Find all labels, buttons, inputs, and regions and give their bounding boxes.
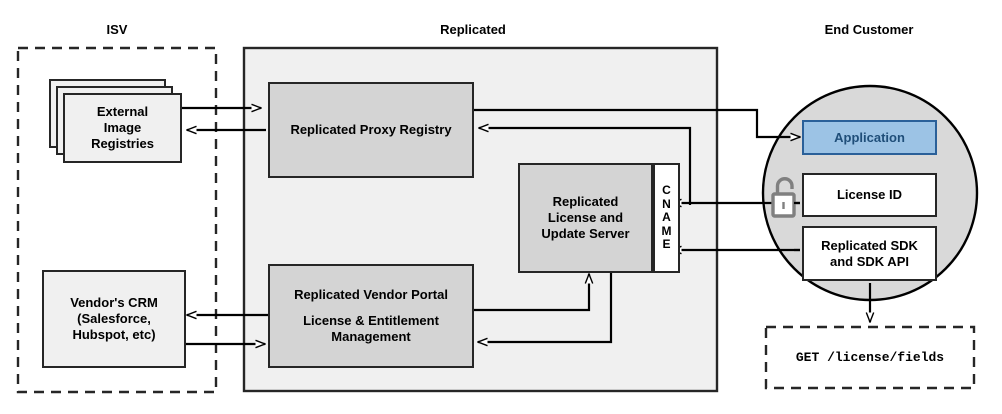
cname-letter-1: C <box>662 183 671 198</box>
replicated-license-update-server[interactable]: Replicated License and Update Server <box>518 163 653 273</box>
vendors-crm-line-2: (Salesforce, <box>77 311 151 327</box>
zone-title-replicated: Replicated <box>440 22 506 37</box>
replicated-license-update-server-line-3: Update Server <box>541 225 630 241</box>
api-call-text: GET /license/fields <box>795 350 945 365</box>
api-call-container <box>764 325 976 390</box>
vendors-crm[interactable]: Vendor's CRM (Salesforce, Hubspot, etc) <box>42 270 186 368</box>
api-call-label: GET /license/fields <box>766 327 974 388</box>
zone-title-isv: ISV <box>106 22 128 37</box>
replicated-vendor-portal-title: Replicated Vendor Portal <box>294 287 448 303</box>
edge-proxy-to-application <box>474 108 800 137</box>
external-image-registries-line-2: Image <box>103 120 142 136</box>
replicated-proxy-registry-label: Replicated Proxy Registry <box>290 122 452 138</box>
replicated-license-update-server-line-2: License and <box>547 210 624 226</box>
replicated-license-update-server-line-1: Replicated <box>552 194 619 210</box>
replicated-vendor-portal-subtitle-line-2: Management <box>331 328 411 344</box>
cname-letter-3: A <box>662 210 671 225</box>
edge-vendor-portal-to-license-server <box>473 274 589 312</box>
cname-letter-2: N <box>662 196 671 211</box>
external-image-registries[interactable]: External Image Registries <box>63 93 182 163</box>
replicated-vendor-portal[interactable]: Replicated Vendor Portal License & Entit… <box>268 264 474 368</box>
cname-strip[interactable]: C N A M E <box>653 163 680 273</box>
replicated-vendor-portal-subtitle-line-1: License & Entitlement <box>303 313 439 329</box>
zone-title-end-customer: End Customer <box>824 22 914 37</box>
application-label: Application <box>834 129 905 145</box>
edge-application-to-proxy <box>479 128 692 205</box>
license-id[interactable]: License ID <box>802 173 937 217</box>
replicated-proxy-registry[interactable]: Replicated Proxy Registry <box>268 82 474 178</box>
unlock-icon <box>771 177 800 252</box>
replicated-sdk-line-2: and SDK API <box>830 253 909 269</box>
application[interactable]: Application <box>802 120 937 155</box>
cname-letter-5: E <box>662 237 671 252</box>
license-id-label: License ID <box>836 187 903 203</box>
vendors-crm-line-1: Vendor's CRM <box>70 295 158 311</box>
cname-letter-4: M <box>661 223 672 238</box>
vendors-crm-line-3: Hubspot, etc) <box>72 326 156 342</box>
external-image-registries-line-3: Registries <box>91 135 154 151</box>
replicated-sdk[interactable]: Replicated SDK and SDK API <box>802 226 937 281</box>
replicated-sdk-line-1: Replicated SDK <box>821 237 918 253</box>
external-image-registries-line-1: External <box>96 104 149 120</box>
edge-license-server-to-vendor-portal <box>478 272 613 342</box>
